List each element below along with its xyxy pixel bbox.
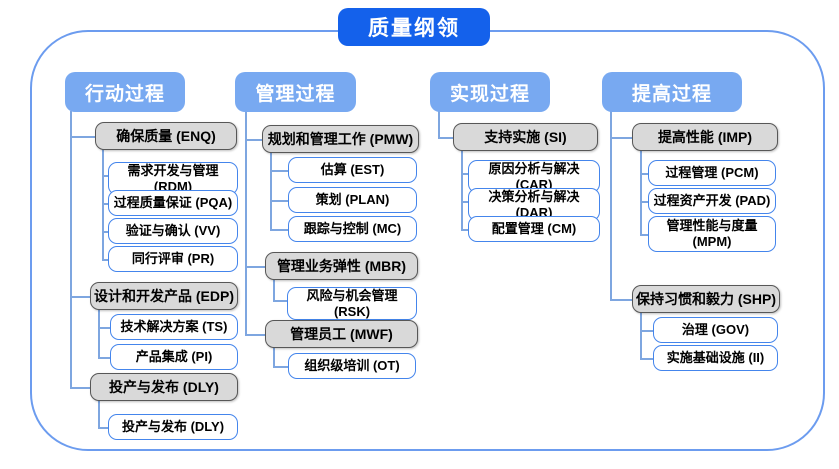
group-node[interactable]: 提高性能 (IMP) xyxy=(632,123,778,151)
leaf-node[interactable]: 过程管理 (PCM) xyxy=(648,160,776,186)
leaf-node[interactable]: 策划 (PLAN) xyxy=(288,187,417,213)
group-node[interactable]: 设计和开发产品 (EDP) xyxy=(90,282,238,310)
connector-line xyxy=(273,347,275,366)
leaf-node[interactable]: 验证与确认 (VV) xyxy=(108,218,238,244)
connector-line xyxy=(245,334,265,336)
connector-line xyxy=(640,173,648,175)
group-node[interactable]: 规划和管理工作 (PMW) xyxy=(262,125,419,153)
connector-line xyxy=(102,175,108,177)
connector-line xyxy=(640,234,648,236)
connector-line xyxy=(70,111,72,387)
connector-line xyxy=(102,203,108,205)
leaf-node[interactable]: 同行评审 (PR) xyxy=(108,246,238,272)
leaf-node[interactable]: 需求开发与管理 (RDM) xyxy=(108,162,238,196)
connector-line xyxy=(461,229,468,231)
connector-line xyxy=(610,111,612,299)
leaf-node[interactable]: 技术解决方案 (TS) xyxy=(110,314,238,340)
group-node[interactable]: 保持习惯和毅力 (SHP) xyxy=(632,285,780,313)
group-node[interactable]: 支持实施 (SI) xyxy=(453,123,598,151)
leaf-node[interactable]: 投产与发布 (DLY) xyxy=(108,414,238,440)
connector-line xyxy=(270,229,288,231)
connector-line xyxy=(438,137,453,139)
connector-line xyxy=(102,231,108,233)
connector-line xyxy=(461,201,468,203)
leaf-node[interactable]: 产品集成 (PI) xyxy=(110,344,238,370)
leaf-node[interactable]: 组织级培训 (OT) xyxy=(288,353,416,379)
leaf-node[interactable]: 治理 (GOV) xyxy=(653,317,778,343)
connector-line xyxy=(610,137,632,139)
leaf-node[interactable]: 风险与机会管理 (RSK) xyxy=(287,287,417,321)
leaf-node[interactable]: 过程质量保证 (PQA) xyxy=(108,190,238,216)
connector-line xyxy=(461,150,463,229)
connector-line xyxy=(640,150,642,234)
connector-line xyxy=(270,170,288,172)
leaf-node[interactable]: 过程资产开发 (PAD) xyxy=(648,188,776,214)
leaf-node[interactable]: 配置管理 (CM) xyxy=(468,216,600,242)
leaf-node[interactable]: 估算 (EST) xyxy=(288,157,417,183)
leaf-node[interactable]: 跟踪与控制 (MC) xyxy=(288,216,417,242)
leaf-node[interactable]: 管理性能与度量 (MPM) xyxy=(648,216,776,252)
column-header[interactable]: 实现过程 xyxy=(430,72,550,112)
group-node[interactable]: 确保质量 (ENQ) xyxy=(95,122,237,150)
connector-line xyxy=(98,309,100,357)
connector-line xyxy=(70,387,90,389)
connector-line xyxy=(70,296,90,298)
connector-line xyxy=(640,201,648,203)
connector-line xyxy=(70,136,95,138)
group-node[interactable]: 管理员工 (MWF) xyxy=(265,320,418,348)
column-header[interactable]: 提高过程 xyxy=(602,72,742,112)
connector-line xyxy=(98,327,110,329)
column-header[interactable]: 管理过程 xyxy=(235,72,356,112)
leaf-node[interactable]: 决策分析与解决 (DAR) xyxy=(468,188,600,222)
connector-line xyxy=(640,330,653,332)
connector-line xyxy=(270,152,272,229)
group-node[interactable]: 管理业务弹性 (MBR) xyxy=(265,252,418,280)
connector-line xyxy=(640,312,642,358)
connector-line xyxy=(640,358,653,360)
connector-line xyxy=(273,366,288,368)
leaf-node[interactable]: 实施基础设施 (II) xyxy=(653,345,778,371)
group-node[interactable]: 投产与发布 (DLY) xyxy=(90,373,238,401)
root-node[interactable]: 质量纲领 xyxy=(338,8,490,46)
connector-line xyxy=(245,111,247,334)
connector-line xyxy=(245,139,262,141)
connector-line xyxy=(273,300,287,302)
connector-line xyxy=(98,400,100,427)
connector-line xyxy=(98,357,110,359)
connector-line xyxy=(270,200,288,202)
column-header[interactable]: 行动过程 xyxy=(65,72,185,112)
connector-line xyxy=(273,279,275,300)
connector-line xyxy=(438,111,440,137)
connector-line xyxy=(102,259,108,261)
connector-line xyxy=(245,266,265,268)
connector-line xyxy=(610,299,632,301)
connector-line xyxy=(461,173,468,175)
connector-line xyxy=(98,427,108,429)
